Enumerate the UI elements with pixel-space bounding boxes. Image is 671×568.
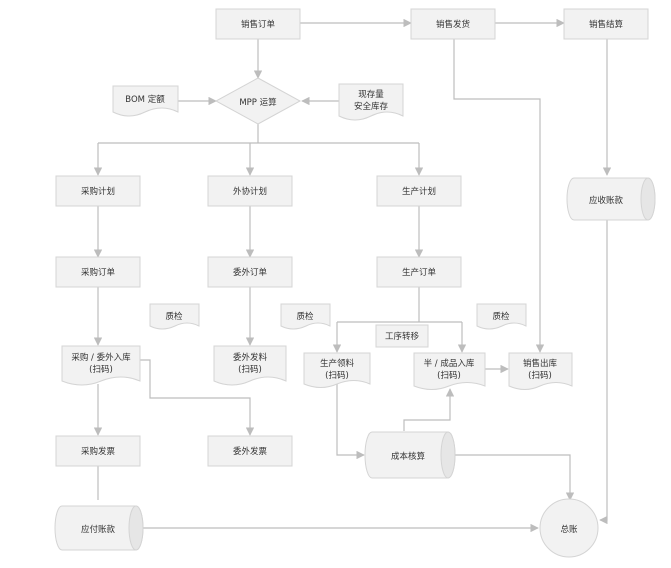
node-outsource-invoice: 委外发票 [207,435,293,467]
node-process-transfer: 工序转移 [375,324,429,348]
node-purchase-plan: 采购计划 [55,175,141,207]
node-sales-settlement-label: 销售结算 [589,19,624,30]
node-purchase-invoice: 采购发票 [55,435,141,467]
connectors [93,18,612,533]
node-outsource-issue: 委外发料 (扫码) [213,345,287,386]
node-qc-1: 质检 [149,303,200,330]
node-outsource-order: 委外订单 [207,256,293,288]
node-receivable-label: 应收账款 [589,195,624,206]
node-sales-outbound: 销售出库 (扫码) [508,352,573,390]
node-production-order-label: 生产订单 [402,267,437,278]
node-general-ledger: 总账 [539,498,599,558]
node-mrp-label: MPP 运算 [239,97,277,108]
node-qc-2: 质检 [280,303,331,330]
node-purchase-plan-label: 采购计划 [81,186,115,197]
node-outsource-issue-line2: (扫码) [238,364,262,375]
node-qc-3: 质检 [476,303,527,330]
node-qc-3-label: 质检 [492,311,510,322]
node-semi-finished-inbound-line1: 半 / 成品入库 [424,358,475,369]
node-stock-line2: 安全库存 [354,101,389,112]
node-production-order: 生产订单 [376,256,462,288]
node-purchase-order-label: 采购订单 [81,267,116,278]
node-payable-label: 应付账款 [81,524,116,535]
node-qc-1-label: 质检 [165,311,183,322]
node-production-plan: 生产计划 [376,175,462,207]
node-purchase-inbound-line1: 采购 / 委外入库 [71,352,131,363]
node-outsource-plan: 外协计划 [207,175,293,207]
node-purchase-invoice-label: 采购发票 [81,446,116,457]
node-outsource-issue-line1: 委外发料 [233,352,268,363]
node-qc-2-label: 质检 [296,311,314,322]
node-purchase-inbound: 采购 / 委外入库 (扫码) [61,345,141,386]
node-sales-delivery-label: 销售发货 [436,19,471,30]
node-sales-outbound-line2: (扫码) [528,370,552,381]
node-process-transfer-label: 工序转移 [385,331,420,342]
node-purchase-order: 采购订单 [55,256,141,288]
node-outsource-order-label: 委外订单 [233,267,268,278]
node-production-plan-label: 生产计划 [402,186,436,197]
node-sales-outbound-line1: 销售出库 [523,358,558,369]
node-sales-order-label: 销售订单 [241,19,276,30]
node-purchase-inbound-line2: (扫码) [89,364,113,375]
node-cost-accounting: 成本核算 [364,431,456,479]
node-sales-delivery: 销售发货 [410,8,496,40]
node-sales-settlement: 销售结算 [563,8,649,40]
node-receivable: 应收账款 [566,177,656,221]
node-production-issue: 生产领料 (扫码) [303,352,371,388]
node-sales-order: 销售订单 [215,8,301,40]
node-semi-finished-inbound: 半 / 成品入库 (扫码) [413,352,486,390]
node-production-issue-line2: (扫码) [325,370,349,381]
node-production-issue-line1: 生产领料 [320,358,355,369]
node-cost-accounting-label: 成本核算 [391,451,426,462]
node-payable: 应付账款 [54,505,144,551]
node-stock-line1: 现存量 [358,89,384,100]
node-general-ledger-label: 总账 [560,524,578,535]
node-outsource-plan-label: 外协计划 [233,186,267,197]
node-bom: BOM 定额 [112,85,179,117]
node-mrp: MPP 运算 [214,77,302,125]
node-stock: 现存量 安全库存 [338,83,404,121]
node-semi-finished-inbound-line2: (扫码) [437,370,461,381]
node-bom-label: BOM 定额 [125,94,165,105]
node-outsource-invoice-label: 委外发票 [233,446,268,457]
